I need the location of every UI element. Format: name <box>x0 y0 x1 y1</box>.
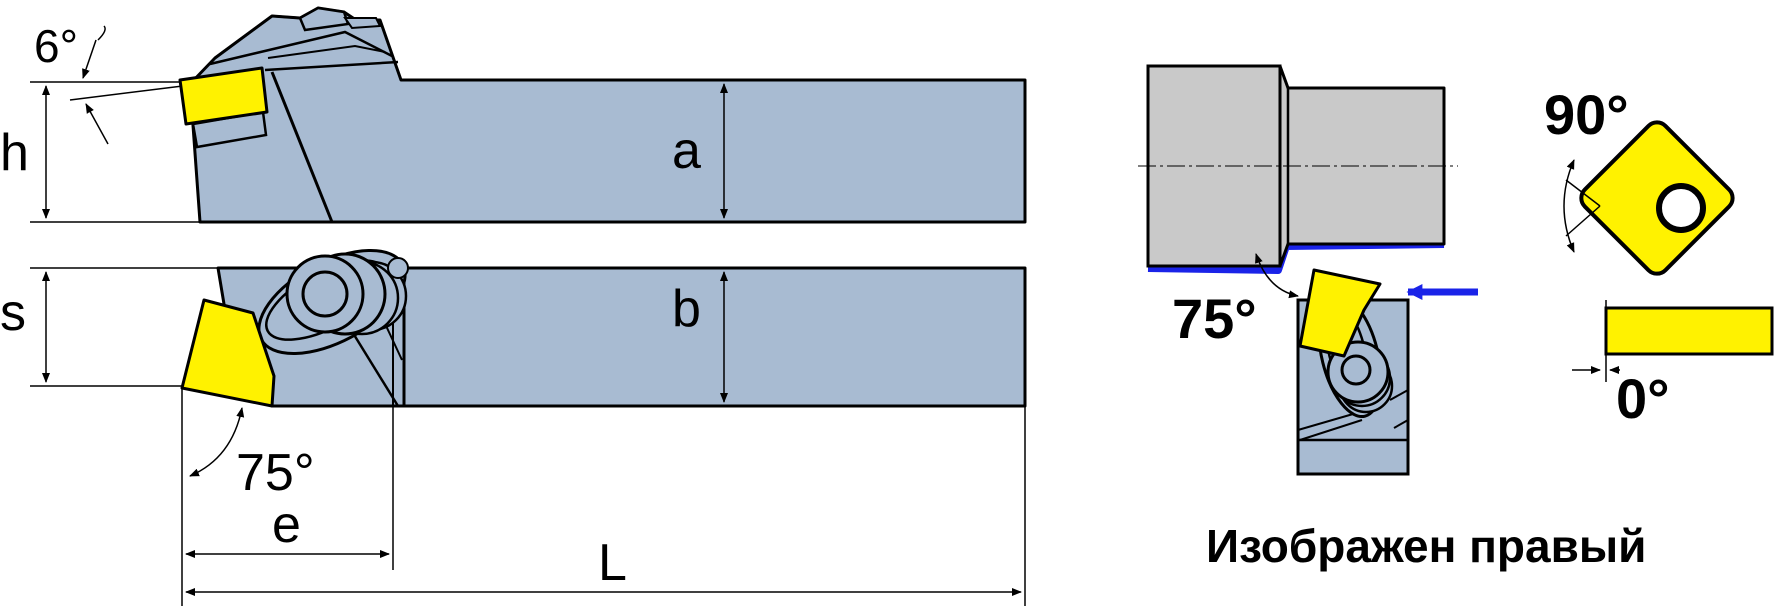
top-view: s b 75° e L <box>0 248 1027 606</box>
workpiece-small-diameter <box>1278 64 1446 268</box>
dim-b-label: b <box>672 280 701 338</box>
square-insert <box>1579 120 1735 276</box>
workpiece-view: 75° <box>1138 64 1478 476</box>
top-insert <box>180 298 276 408</box>
insert-side-profile <box>1604 306 1774 356</box>
insert-detail: 90° 0° <box>1544 83 1774 430</box>
angle-90-label: 90° <box>1544 83 1629 146</box>
dim-s-label: s <box>0 284 26 342</box>
dim-h-label: h <box>0 124 29 182</box>
dim-e-label: e <box>272 496 301 554</box>
dim-a-label: a <box>672 122 701 180</box>
dim-L-label: L <box>598 534 627 592</box>
right-view-insert <box>1298 268 1382 358</box>
angle-6-label: 6° <box>34 20 78 72</box>
angle-75-right-label: 75° <box>1172 287 1257 350</box>
angle-75-side-label: 75° <box>236 444 315 502</box>
caption-right-hand: Изображен правый <box>1206 520 1646 572</box>
angle-0-label: 0° <box>1616 367 1670 430</box>
side-view: 6° h a <box>0 6 1027 224</box>
side-insert <box>178 66 269 126</box>
insert-hole <box>1656 183 1706 233</box>
